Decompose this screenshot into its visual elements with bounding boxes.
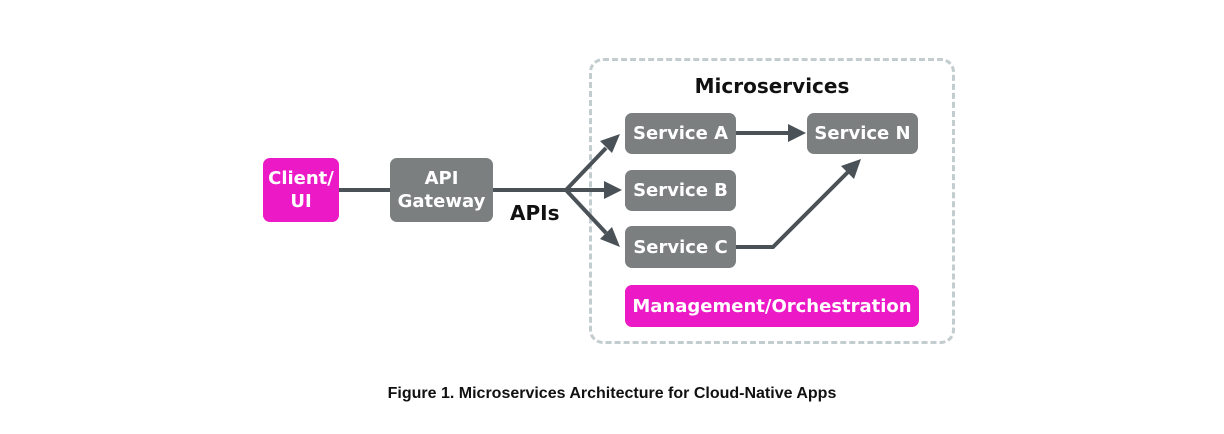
api-gateway-line2: Gateway xyxy=(397,191,486,212)
figure-caption: Figure 1. Microservices Architecture for… xyxy=(387,385,837,402)
service-n-node: Service N xyxy=(807,113,918,154)
service-b-node: Service B xyxy=(625,170,736,211)
arrowhead-service-b xyxy=(604,181,622,199)
api-gateway-node: API Gateway xyxy=(390,158,493,222)
api-gateway-line1: API xyxy=(424,168,459,189)
client-ui-line1: Client/ xyxy=(268,168,334,189)
arrow-c-to-n xyxy=(736,168,852,249)
client-ui-line2: UI xyxy=(290,191,312,212)
arrowhead-service-c xyxy=(600,227,620,247)
service-c-node: Service C xyxy=(625,226,736,268)
arrowhead-c-to-n xyxy=(841,159,861,179)
service-a-node: Service A xyxy=(625,113,736,154)
arrowhead-a-to-n xyxy=(788,124,806,142)
arrowhead-service-a xyxy=(600,134,620,153)
management-orchestration-node: Management/Orchestration xyxy=(625,285,919,327)
microservices-title: Microservices xyxy=(694,74,850,98)
apis-label: APIs xyxy=(510,201,560,225)
arrow-to-service-c xyxy=(564,188,608,235)
client-ui-node: Client/ UI xyxy=(263,158,339,222)
arrow-to-service-a xyxy=(564,146,608,192)
microservices-container xyxy=(589,58,955,344)
